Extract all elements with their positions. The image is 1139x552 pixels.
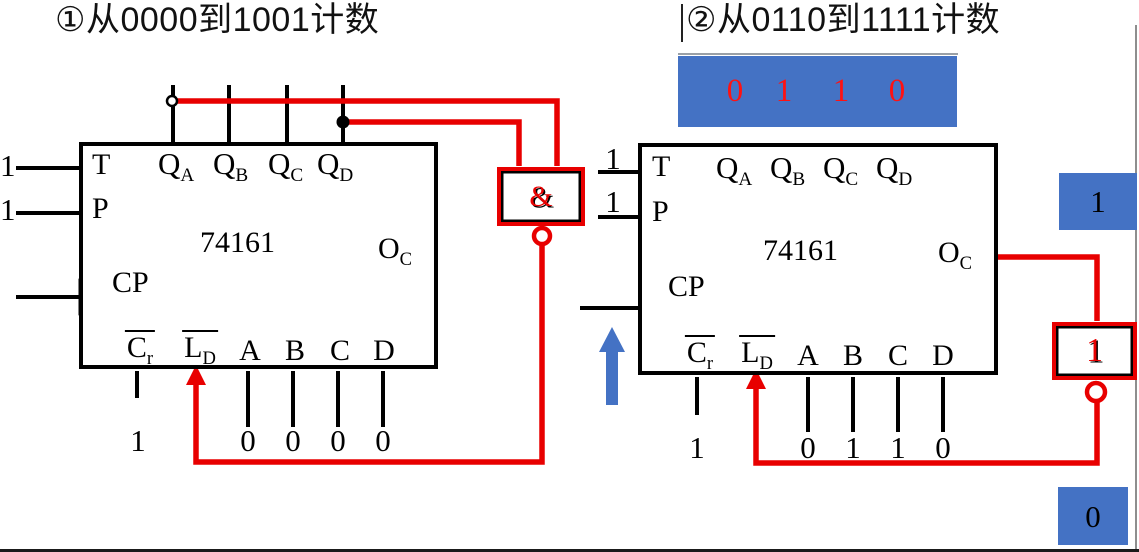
right-qc-label: QC	[823, 150, 859, 191]
left-a-value: 0	[240, 423, 256, 458]
left-ld-label: LD	[182, 330, 218, 369]
right-t-value: 1	[605, 141, 621, 176]
left-qa-to-nand-wire	[176, 98, 560, 166]
left-a-label: A	[239, 334, 261, 367]
right-a-label: A	[797, 339, 819, 372]
left-chip-name: 74161	[200, 226, 275, 259]
right-d-value: 0	[935, 430, 951, 465]
title-left: ①从0000到1001计数	[55, 1, 380, 39]
left-qd-to-nand-wire	[343, 119, 522, 166]
right-chip-name: 74161	[763, 234, 838, 267]
right-p-value: 1	[605, 184, 621, 219]
nand-gate-label: &	[529, 179, 553, 213]
gate-output-badge: 0	[1058, 487, 1128, 545]
right-c-value: 1	[890, 430, 906, 465]
left-p-label: P	[92, 192, 109, 225]
right-74161-chip	[638, 143, 998, 375]
left-d-label: D	[373, 334, 395, 367]
right-qb-label: QB	[770, 150, 806, 191]
gate-output-text: 0	[1085, 498, 1101, 534]
oc-value-badge: 1	[1059, 173, 1137, 230]
right-c-label: C	[887, 339, 909, 372]
preset-digit-b: 1	[775, 73, 793, 109]
inverter-output-bubble	[1084, 380, 1108, 404]
right-cr-value: 1	[689, 430, 705, 465]
left-cr-value: 1	[130, 423, 146, 458]
left-oc-label: OC	[378, 232, 413, 270]
preset-digit-a: 0	[726, 73, 744, 109]
right-cr-label: Cr	[684, 335, 716, 374]
oc-value-text: 1	[1090, 184, 1106, 219]
left-cr-label: Cr	[124, 330, 156, 369]
left-nand-to-ld-wire	[193, 243, 545, 465]
preset-digit-d: 0	[888, 73, 906, 109]
right-page-border	[1135, 25, 1137, 552]
nand-output-bubble	[531, 225, 553, 247]
qa-tap-node	[165, 94, 179, 108]
right-gate-to-ld-wire	[753, 379, 1100, 466]
nand-gate: &	[497, 167, 585, 226]
left-qc-label: QC	[268, 146, 304, 187]
right-qa-label: QA	[716, 150, 753, 191]
right-qd-label: QD	[876, 150, 913, 191]
preset-digit-c: 1	[832, 73, 850, 109]
right-b-label: B	[842, 339, 864, 372]
left-t-label: T	[92, 148, 111, 181]
inverter-gate-label: 1	[1086, 332, 1103, 369]
right-t-label: T	[652, 150, 671, 183]
left-cp-label: CP	[112, 266, 149, 299]
text-cursor	[681, 4, 683, 42]
right-ld-arrowhead	[746, 369, 766, 389]
left-b-label: B	[284, 334, 306, 367]
left-c-label: C	[329, 334, 351, 367]
left-t-value: 1	[0, 148, 16, 183]
left-p-value: 1	[0, 192, 16, 227]
left-qb-label: QB	[213, 146, 249, 187]
inverter-gate: 1	[1052, 322, 1137, 380]
left-d-value: 0	[375, 423, 391, 458]
right-b-value: 1	[845, 430, 861, 465]
right-oc-label: OC	[938, 236, 973, 274]
left-qd-label: QD	[317, 146, 354, 187]
right-d-label: D	[932, 339, 954, 372]
bottom-page-border	[0, 549, 1139, 552]
title-right-underline	[678, 53, 958, 55]
qd-tap-node	[336, 115, 350, 129]
right-ld-label: LD	[739, 335, 775, 374]
preset-value-box: 0 1 1 0	[678, 56, 957, 127]
clock-up-arrow	[599, 327, 625, 405]
left-b-value: 0	[285, 423, 301, 458]
right-cp-label: CP	[668, 270, 705, 303]
right-p-label: P	[652, 195, 669, 228]
right-a-value: 0	[800, 430, 816, 465]
left-qa-label: QA	[158, 146, 195, 187]
title-right: ②从0110到1111计数	[686, 1, 1001, 39]
left-c-value: 0	[330, 423, 346, 458]
right-oc-to-gate-wire	[997, 254, 1100, 321]
left-ld-arrowhead	[186, 365, 206, 385]
